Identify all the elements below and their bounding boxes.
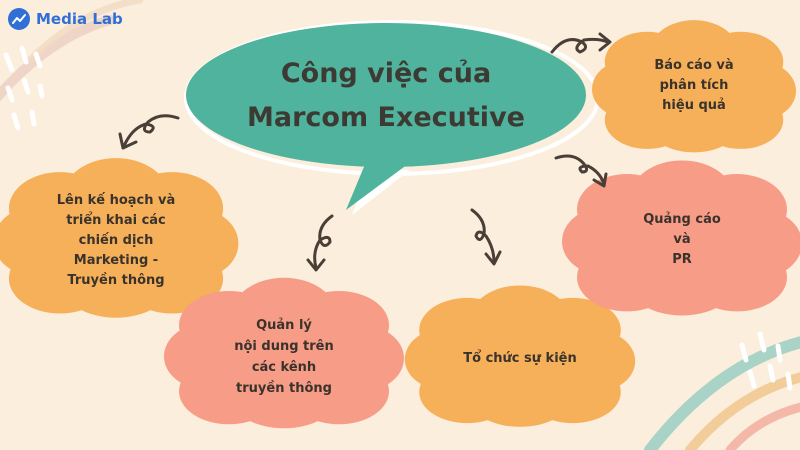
- node-ads-line: và: [673, 232, 691, 247]
- node-planning-line: Truyền thông: [67, 273, 165, 288]
- node-content-line: truyền thông: [236, 381, 332, 396]
- node-content-line: nội dung trên: [234, 339, 334, 354]
- node-content-line: Quản lý: [256, 318, 312, 333]
- cloud-core: [438, 308, 602, 408]
- cloud-ads: [562, 160, 800, 316]
- node-report-line: hiệu quả: [662, 98, 726, 113]
- arrow-to-ads-icon: [554, 154, 608, 188]
- central-title-line-1: Công việc của: [280, 58, 492, 89]
- cloud-content: [164, 277, 404, 429]
- node-report-line: Báo cáo và: [654, 58, 734, 73]
- arrow-to-report-icon: [550, 32, 612, 54]
- cloud-core: [621, 41, 767, 135]
- brand-name: Media Lab: [36, 10, 123, 28]
- central-title-line-2: Marcom Executive: [247, 102, 525, 133]
- cloud-core: [29, 184, 203, 296]
- arrow-to-event-icon: [470, 208, 502, 266]
- brand-logo: Media Lab: [8, 6, 123, 32]
- node-content: Quản lý nội dung trên các kênh truyền th…: [224, 312, 344, 402]
- node-planning: Lên kế hoạch và triển khai các chiến dịc…: [46, 186, 186, 296]
- node-event-line: Tổ chức sự kiện: [463, 351, 577, 366]
- arrow-to-planning-icon: [118, 114, 180, 150]
- node-planning-line: chiến dịch: [78, 233, 154, 248]
- media-lab-logo-icon: [8, 8, 30, 30]
- cloud-core: [199, 302, 369, 408]
- node-content-line: các kênh: [251, 360, 317, 375]
- cloud-planning: [0, 158, 239, 318]
- node-ads-line: Quảng cáo: [643, 212, 721, 227]
- cloud-report: [592, 20, 796, 153]
- node-report-line: phân tích: [659, 78, 729, 93]
- central-topic-bubble: [184, 20, 600, 215]
- node-planning-line: Marketing -: [73, 253, 159, 268]
- cloud-core: [597, 185, 767, 295]
- node-report: Báo cáo và phân tích hiệu quả: [634, 46, 754, 126]
- connector-arrows: [118, 32, 612, 272]
- central-title: Công việc của Marcom Executive: [186, 46, 586, 146]
- node-planning-line: Lên kế hoạch và: [56, 193, 176, 208]
- node-ads: Quảng cáo và PR: [622, 200, 742, 280]
- node-ads-line: PR: [672, 252, 692, 267]
- cloud-event: [404, 285, 636, 427]
- arrow-to-content-icon: [306, 214, 334, 272]
- node-planning-line: triển khai các: [66, 213, 166, 228]
- node-event: Tổ chức sự kiện: [440, 344, 600, 374]
